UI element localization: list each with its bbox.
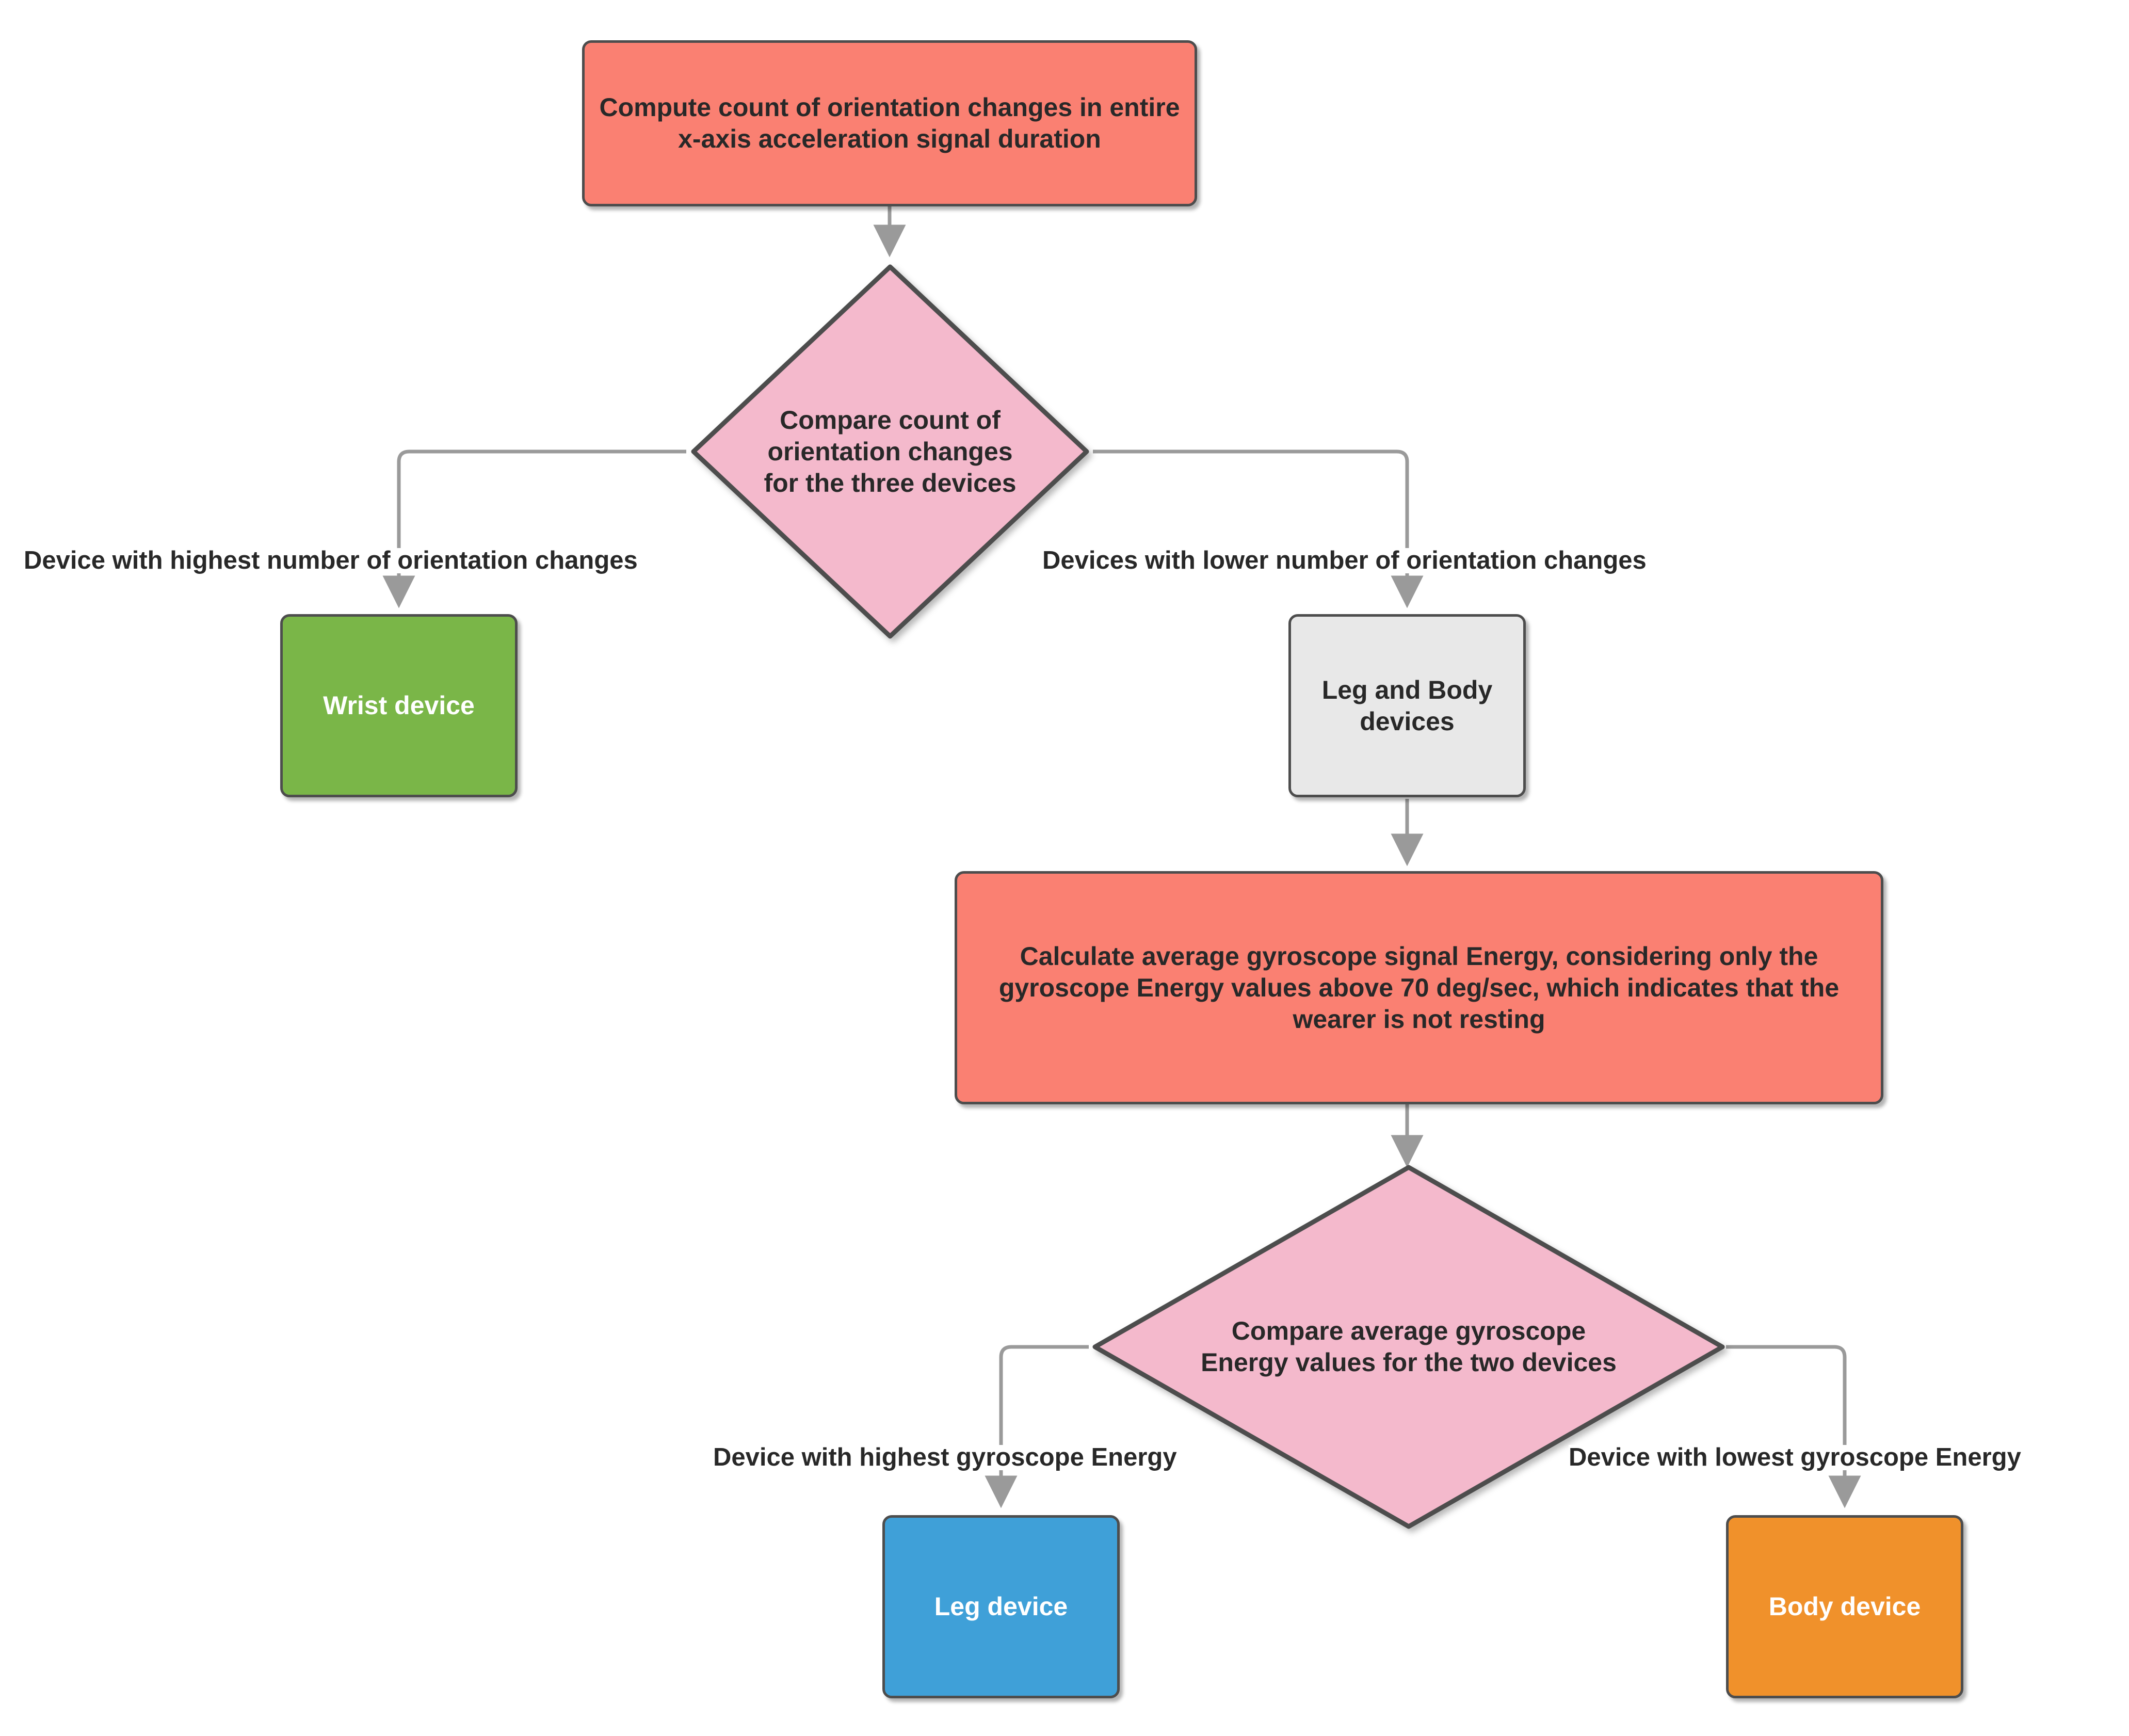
edge-label-text: Device with highest gyroscope Energy: [713, 1443, 1177, 1471]
edge-label-lower-orientation-changes: Devices with lower number of orientation…: [1042, 548, 1647, 573]
edge-compare-to-legbody: [1093, 449, 1424, 608]
node-wrist-device[interactable]: Wrist device: [280, 614, 518, 797]
diamond-shape: [1092, 1165, 1725, 1529]
node-compare-orientation-counts[interactable]: Compare count of orientation changes for…: [686, 260, 1094, 644]
node-label: Wrist device: [323, 691, 475, 720]
node-compute-orientation-changes[interactable]: Compute count of orientation changes in …: [582, 40, 1197, 206]
node-calculate-gyroscope-energy[interactable]: Calculate average gyroscope signal Energ…: [955, 871, 1883, 1104]
node-label: Leg device: [934, 1592, 1068, 1621]
node-label: Compute count of orientation changes in …: [599, 93, 1180, 153]
node-body-device[interactable]: Body device: [1726, 1515, 1963, 1698]
node-leg-device[interactable]: Leg device: [882, 1515, 1120, 1698]
edge-compare-energy-to-body: [1726, 1345, 1861, 1508]
node-leg-and-body-devices[interactable]: Leg and Body devices: [1288, 614, 1526, 797]
node-label: Leg and Body devices: [1321, 675, 1493, 736]
diamond-shape: [691, 264, 1089, 639]
node-compare-gyroscope-energy[interactable]: Compare average gyroscope Energy values …: [1089, 1161, 1729, 1533]
node-label: Calculate average gyroscope signal Energ…: [998, 941, 1840, 1034]
edge-label-text: Devices with lower number of orientation…: [1042, 546, 1647, 574]
edge-label-text: Device with highest number of orientatio…: [24, 546, 638, 574]
edge-label-text: Device with lowest gyroscope Energy: [1569, 1443, 2021, 1471]
edge-label-highest-orientation-changes: Device with highest number of orientatio…: [24, 548, 638, 573]
edge-compare-energy-to-leg: [985, 1345, 1089, 1508]
node-label: Body device: [1768, 1592, 1921, 1621]
edge-label-highest-gyroscope-energy: Device with highest gyroscope Energy: [713, 1445, 1177, 1470]
edge-label-lowest-gyroscope-energy: Device with lowest gyroscope Energy: [1569, 1445, 2021, 1470]
edge-compare-to-wrist: [382, 449, 686, 608]
